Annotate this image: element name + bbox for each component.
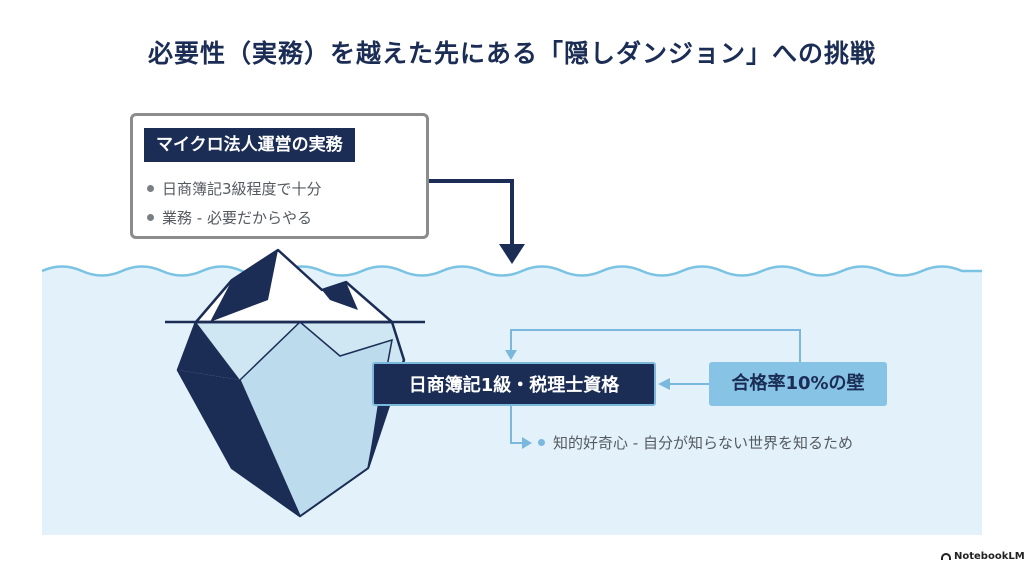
surface-bullet: 日商簿記3級程度で十分 — [147, 178, 322, 199]
surface-bullet: 業務 - 必要だからやる — [147, 207, 312, 228]
iceberg-facet — [178, 322, 240, 380]
curiosity-arrow-line — [510, 406, 523, 444]
iceberg-facet — [178, 370, 300, 516]
surface-practice-box: マイクロ法人運営の実務 日商簿記3級程度で十分 業務 - 必要だからやる — [130, 113, 429, 239]
curiosity-bullet: 知的好奇心 - 自分が知らない世界を知るため — [538, 432, 853, 453]
curiosity-arrow-head — [522, 437, 532, 449]
iceberg-facet — [210, 250, 278, 322]
advanced-qualification-box: 日商簿記1級・税理士資格 — [372, 362, 656, 406]
bullet-dot — [147, 214, 154, 221]
notebooklm-watermark: NotebookLM — [941, 551, 1024, 562]
wall-arrow-head — [658, 378, 670, 390]
pass-rate-wall-box: 合格率10%の壁 — [709, 362, 887, 406]
waterline — [41, 265, 982, 277]
loop-arrow-head — [505, 350, 517, 360]
bullet-dot — [538, 439, 545, 446]
bullet-dot — [147, 185, 154, 192]
bullet-text: 業務 - 必要だからやる — [162, 209, 312, 227]
loop-arrow-line — [510, 329, 801, 362]
descent-arrow-line — [429, 179, 514, 246]
bullet-text: 日商簿記3級程度で十分 — [162, 180, 322, 198]
page-title: 必要性（実務）を越えた先にある「隠しダンジョン」への挑戦 — [147, 39, 876, 68]
iceberg-facet — [322, 282, 358, 310]
descent-arrow-head — [499, 244, 525, 264]
notebooklm-logo-icon — [941, 552, 951, 560]
surface-heading: マイクロ法人運営の実務 — [144, 128, 355, 162]
bullet-text: 知的好奇心 - 自分が知らない世界を知るため — [553, 434, 853, 452]
